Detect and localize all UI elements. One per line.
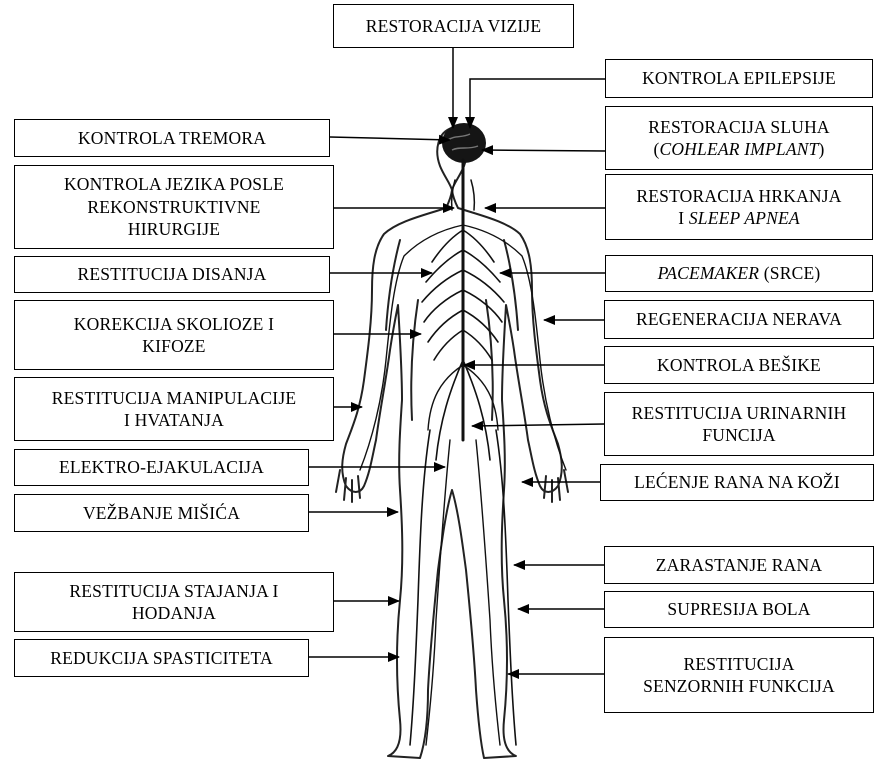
label-kontrola-besike: KONTROLA BEŠIKE: [604, 346, 874, 384]
label-kontrola-epilepsije: KONTROLA EPILEPSIJE: [605, 59, 873, 98]
label-regeneracija-nerava: REGENERACIJA NERAVA: [604, 300, 874, 339]
label-restitucija-urinarnih: RESTITUCIJA URINARNIH FUNCIJA: [604, 392, 874, 456]
label-restoracija-sluha: RESTORACIJA SLUHA (COHLEAR IMPLANT): [605, 106, 873, 170]
label-kontrola-jezika: KONTROLA JEZIKA POSLE REKONSTRUKTIVNE HI…: [14, 165, 334, 249]
label-text: RESTORACIJA VIZIJE: [366, 15, 542, 37]
label-restitucija-senzornih: RESTITUCIJA SENZORNIH FUNKCIJA: [604, 637, 874, 713]
label-lecenje-rana: LEĆENJE RANA NA KOŽI: [600, 464, 874, 501]
label-restoracija-vizije: RESTORACIJA VIZIJE: [333, 4, 574, 48]
arrow-urinary: [472, 424, 604, 426]
arrow-tremor: [330, 137, 450, 140]
label-pacemaker: PACEMAKER (SRCE): [605, 255, 873, 292]
label-restitucija-manipulacije: RESTITUCIJA MANIPULACIJE I HVATANJA: [14, 377, 334, 441]
label-korekcija-skolioze: KOREKCIJA SKOLIOZE I KIFOZE: [14, 300, 334, 370]
label-redukcija-spasticiteta: REDUKCIJA SPASTICITETA: [14, 639, 309, 677]
arrow-hearing: [482, 150, 605, 151]
arrow-epilepsy: [470, 79, 605, 128]
label-line: (COHLEAR IMPLANT): [653, 138, 824, 160]
label-vezbanje-misica: VEŽBANJE MIŠIĆA: [14, 494, 309, 532]
label-kontrola-tremora: KONTROLA TREMORA: [14, 119, 330, 157]
label-supresija-bola: SUPRESIJA BOLA: [604, 591, 874, 628]
brain-icon: [442, 123, 486, 163]
label-restitucija-disanja: RESTITUCIJA DISANJA: [14, 256, 330, 293]
label-restitucija-stajanja: RESTITUCIJA STAJANJA I HODANJA: [14, 572, 334, 632]
body-outline: [336, 128, 568, 758]
label-line: I SLEEP APNEA: [678, 207, 800, 229]
label-elektro-ejakulacija: ELEKTRO-EJAKULACIJA: [14, 449, 309, 486]
label-zarastanje-rana: ZARASTANJE RANA: [604, 546, 874, 584]
label-restoracija-hrkanja: RESTORACIJA HRKANJA I SLEEP APNEA: [605, 174, 873, 240]
label-line: PACEMAKER (SRCE): [658, 262, 821, 284]
